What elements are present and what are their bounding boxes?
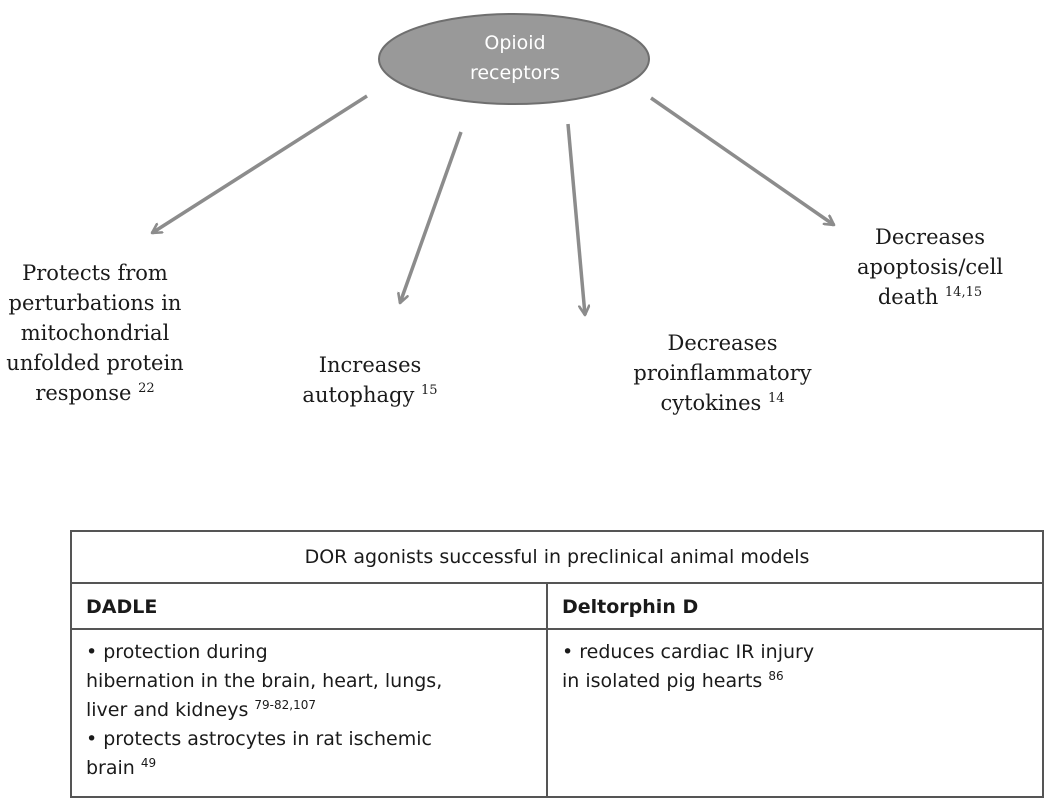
table-title: DOR agonists successful in preclinical a…: [72, 532, 1042, 584]
effect-text: death: [877, 285, 939, 309]
dor-agonists-table: DOR agonists successful in preclinical a…: [70, 530, 1044, 798]
effect-text: cytokines: [660, 391, 762, 415]
opioid-receptors-line-2: receptors: [469, 62, 561, 84]
arrow-to-autophagy-effect: [400, 131, 463, 303]
effect-line: response 22: [0, 378, 190, 408]
column-body-dadle: • protection during hibernation in the b…: [72, 630, 548, 796]
table-line-reference: 79-82,107: [254, 698, 316, 712]
table-line-text: • reduces cardiac IR injury: [562, 641, 815, 663]
table-line: • protects astrocytes in rat ischemic: [86, 725, 532, 754]
table-line-text: brain: [86, 757, 135, 779]
effect-line: Decreases: [875, 225, 985, 249]
effect-line: proinflammatory: [633, 361, 812, 385]
arrow-to-cytokines-effect: [566, 123, 585, 315]
effect-line: Increases: [318, 353, 422, 377]
effect-reference: 22: [138, 381, 155, 396]
effect-line: unfolded protein: [6, 351, 184, 375]
opioid-receptors-node: [378, 13, 650, 105]
column-body-deltorphin-d: • reduces cardiac IR injury in isolated …: [548, 630, 1042, 796]
table-line: hibernation in the brain, heart, lungs,: [86, 667, 532, 696]
table-line-text: liver and kidneys: [86, 699, 249, 721]
table-line-text: • protection during: [86, 641, 268, 663]
effect-text: autophagy: [302, 383, 415, 407]
table-line-text: • protects astrocytes in rat ischemic: [86, 728, 432, 750]
opioid-receptors-label: Opioid receptors: [380, 28, 650, 88]
effect-reference: 15: [421, 383, 438, 398]
effect-line: cytokines 14: [615, 388, 830, 418]
table-line-reference: 49: [140, 756, 157, 770]
table-line: in isolated pig hearts 86: [562, 667, 1028, 696]
effect-text: response: [35, 381, 132, 405]
opioid-receptors-line-1: Opioid: [484, 32, 546, 54]
effect-reference: 14: [768, 391, 785, 406]
arrow-to-mitochondrial-effect: [152, 94, 368, 235]
effect-proinflammatory-cytokines: Decreases proinflammatory cytokines 14: [615, 328, 830, 418]
table-line-text: in isolated pig hearts: [562, 670, 763, 692]
effect-line: autophagy 15: [280, 380, 460, 410]
table-line-text: hibernation in the brain, heart, lungs,: [86, 670, 443, 692]
table-line: • protection during: [86, 638, 532, 667]
table-line: brain 49: [86, 754, 532, 783]
effect-line: apoptosis/cell: [856, 255, 1004, 279]
effect-line: death 14,15: [830, 282, 1030, 312]
effect-line: perturbations in: [8, 291, 182, 315]
effect-reference: 14,15: [944, 285, 983, 300]
column-header-dadle: DADLE: [72, 584, 548, 630]
effect-line: mitochondrial: [20, 321, 170, 345]
table-line: • reduces cardiac IR injury: [562, 638, 1028, 667]
effect-line: Protects from: [22, 261, 168, 285]
arrow-to-apoptosis-effect: [650, 96, 834, 227]
table-line-reference: 86: [768, 669, 784, 683]
effect-autophagy: Increases autophagy 15: [280, 350, 460, 410]
effect-mitochondrial-protection: Protects from perturbations in mitochond…: [0, 258, 190, 408]
table-line: liver and kidneys 79-82,107: [86, 696, 532, 725]
effect-line: Decreases: [667, 331, 778, 355]
effect-apoptosis: Decreases apoptosis/cell death 14,15: [830, 222, 1030, 312]
column-header-deltorphin-d: Deltorphin D: [548, 584, 1042, 630]
